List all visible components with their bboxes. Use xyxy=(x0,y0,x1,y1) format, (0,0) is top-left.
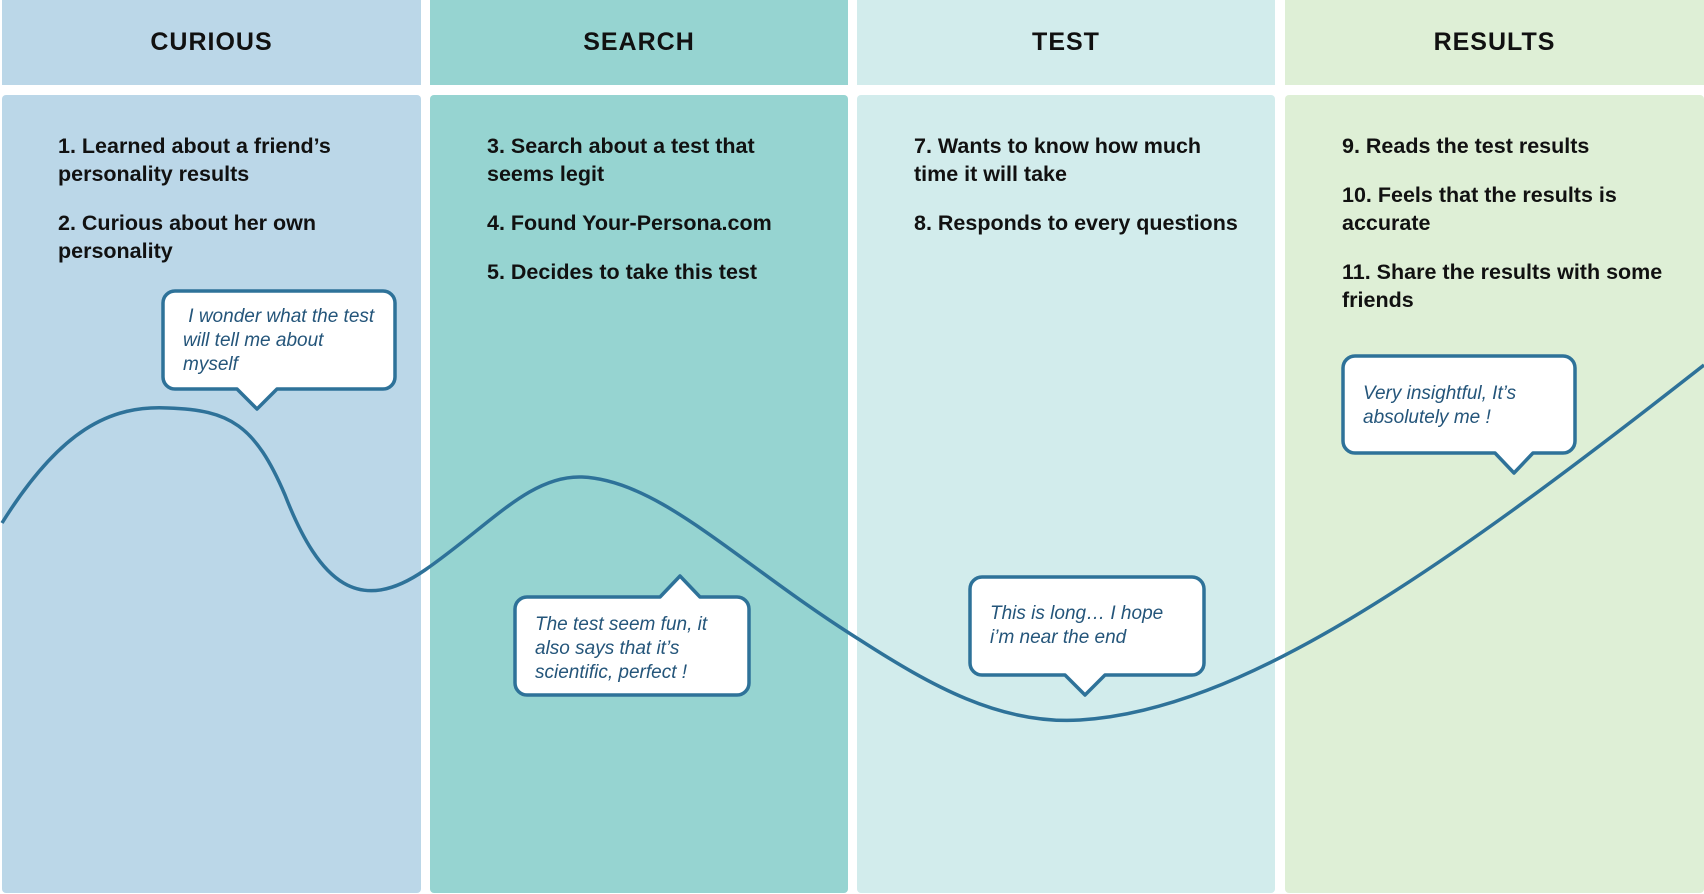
step-item: 11. Share the results with some friends xyxy=(1342,260,1663,312)
column-title: RESULTS xyxy=(1433,28,1556,56)
column-header-test: TEST xyxy=(857,0,1275,85)
column-title: SEARCH xyxy=(583,28,695,56)
column-body-curious xyxy=(2,95,421,893)
column-title: TEST xyxy=(1032,28,1100,56)
column-title: CURIOUS xyxy=(150,28,273,56)
bubble-text-test: This is long… I hope i’m near the end xyxy=(990,603,1164,648)
column-header-results: RESULTS xyxy=(1285,0,1704,85)
speech-bubble-curious xyxy=(161,289,397,411)
step-item: 3. Search about a test that seems legit xyxy=(487,134,755,186)
column-header-search: SEARCH xyxy=(430,0,848,85)
steps-test: 7. Wants to know how much time it will t… xyxy=(914,132,1244,258)
speech-bubble-test xyxy=(968,575,1206,697)
bubble-text-search: The test seem fun, it also says that it’… xyxy=(535,614,708,683)
speech-bubble-results xyxy=(1341,354,1577,475)
emotion-curve xyxy=(0,363,1704,723)
column-header-curious: CURIOUS xyxy=(2,0,421,85)
step-item: 1. Learned about a friend’s personality … xyxy=(58,134,331,186)
step-item: 9. Reads the test results xyxy=(1342,134,1590,158)
step-item: 10. Feels that the results is accurate xyxy=(1342,183,1617,235)
bubble-text-curious: I wonder what the test will tell me abou… xyxy=(183,306,380,375)
step-item: 7. Wants to know how much time it will t… xyxy=(914,134,1202,186)
column-body-results xyxy=(1285,95,1704,893)
step-item: 2. Curious about her own personality xyxy=(58,211,317,263)
steps-search: 3. Search about a test that seems legit … xyxy=(487,132,817,307)
steps-results: 9. Reads the test results 10. Feels that… xyxy=(1342,132,1672,335)
speech-bubble-search xyxy=(513,574,751,697)
step-item: 5. Decides to take this test xyxy=(487,260,758,284)
bubble-text-results: Very insightful, It’s absolutely me ! xyxy=(1363,383,1517,428)
steps-curious: 1. Learned about a friend’s personality … xyxy=(58,132,388,286)
step-item: 8. Responds to every questions xyxy=(914,211,1238,235)
step-item: 4. Found Your-Persona.com xyxy=(487,211,772,235)
column-body-test xyxy=(857,95,1275,893)
